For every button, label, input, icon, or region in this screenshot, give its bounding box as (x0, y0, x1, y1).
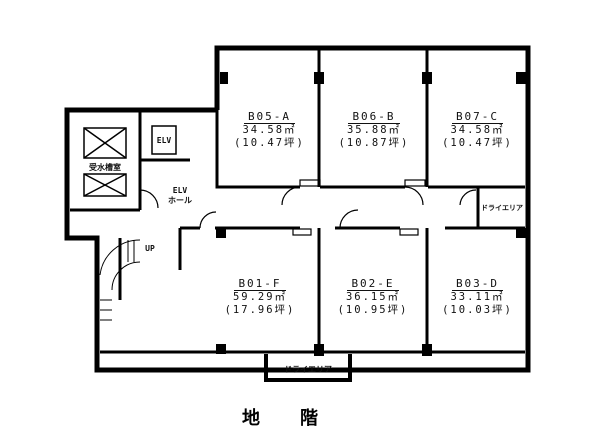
unit-code: B07-C (451, 110, 504, 124)
unit-code: B01-F (234, 277, 286, 291)
elevator-hall-label-2: ホール (168, 196, 192, 205)
elevator-label: ELV (156, 136, 172, 145)
floor-title: 地階 (242, 408, 358, 429)
unit-tsubo: (10.95坪) (337, 304, 409, 316)
unit-area: 34.58㎡ (242, 124, 297, 136)
unit-tsubo: (10.03坪) (442, 304, 513, 316)
walls (64, 45, 531, 373)
unit-code: B03-D (451, 277, 504, 291)
unit-area: 59.29㎡ (232, 291, 288, 303)
unit-area: 36.15㎡ (345, 291, 401, 303)
unit-tsubo: (10.47坪) (442, 137, 513, 149)
columns (216, 72, 526, 356)
water-tank-room-label: 受水槽室 (89, 163, 121, 172)
dry-area-bottom-label: ドライエリア (284, 365, 332, 374)
stairs-up-label: UP (145, 244, 155, 253)
stairs (99, 239, 141, 321)
unit-area: 33.11㎡ (450, 291, 505, 303)
unit-tsubo: (10.87坪) (338, 137, 410, 149)
unit-area: 34.58㎡ (450, 124, 505, 136)
elevator-hall-label-1: ELV (172, 186, 188, 195)
unit-area: 35.88㎡ (346, 124, 402, 136)
unit-code: B02-E (347, 277, 399, 291)
unit-code: B06-B (348, 110, 400, 124)
unit-tsubo: (17.96坪) (224, 304, 296, 316)
interior-walls (70, 48, 525, 354)
doors (139, 179, 477, 236)
water-tanks (83, 125, 177, 197)
dry-area-bottom-wall (264, 354, 352, 382)
unit-tsubo: (10.47坪) (234, 137, 305, 149)
dry-area-right-label: ドライエリア (481, 204, 523, 212)
unit-code: B05-A (243, 110, 296, 124)
